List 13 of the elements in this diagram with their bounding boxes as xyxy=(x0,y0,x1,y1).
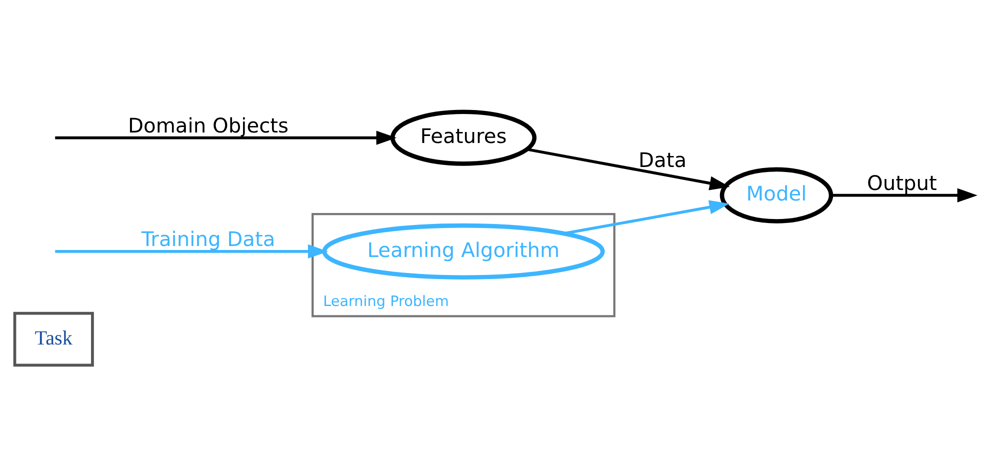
arrow xyxy=(54,130,396,144)
node-ellipse: Features xyxy=(390,109,536,166)
arrow xyxy=(54,244,328,258)
edge-label: Output xyxy=(866,170,936,194)
arrow xyxy=(564,200,729,234)
arrow xyxy=(526,147,730,190)
edge-label: Domain Objects xyxy=(128,112,288,137)
node-ellipse: Learning Algorithm xyxy=(322,222,604,279)
arrow xyxy=(830,188,977,202)
edge-label: Data xyxy=(638,147,686,172)
node-box: Task xyxy=(12,311,94,366)
node-ellipse: Model xyxy=(719,166,833,223)
edge-label: Training Data xyxy=(140,226,275,250)
